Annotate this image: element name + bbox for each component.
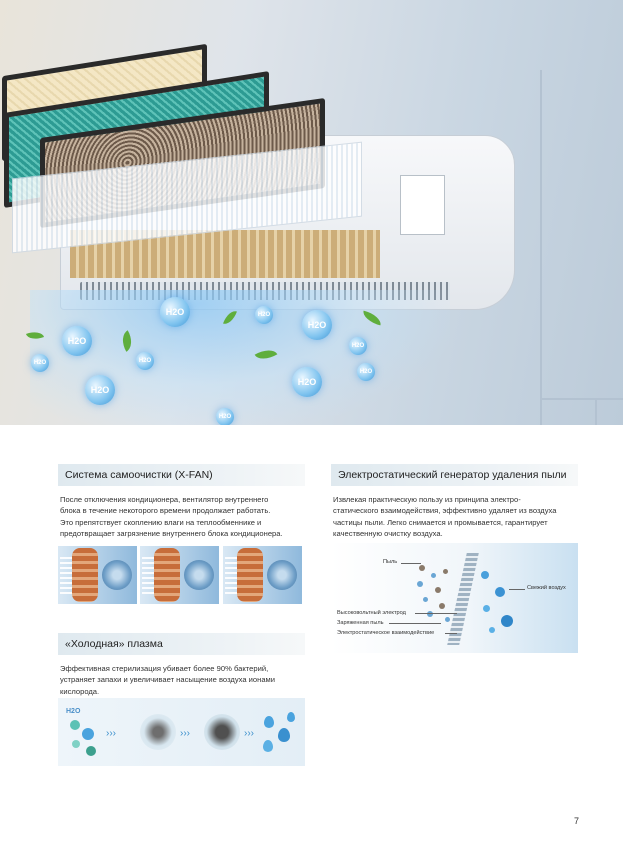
section-text: После отключения кондиционера, вентилято… [58,494,305,540]
text-line: Извлекая практическую пользу из принципа… [333,495,521,504]
heat-exchanger-coil [72,548,98,602]
pointer-line [509,589,525,590]
heat-exchanger-coil [237,548,263,602]
section-text: Извлекая практическую пользу из принципа… [331,494,578,540]
section-title: «Холодная» плазма [58,633,305,655]
xfan-illustration [140,546,219,604]
clean-air-particle [489,627,495,633]
text-line: частицы пыли. Легко снимается и промывае… [333,517,548,527]
page-number: 7 [574,816,580,826]
xfan-illustration [223,546,302,604]
dust-particle [423,597,428,602]
water-molecule-icon: H2O [357,363,375,381]
section-text: Эффективная стерилизация убивает более 9… [58,663,305,697]
bacteria-icon [140,714,176,750]
water-molecule-icon: H2O [216,408,234,425]
dust-particle [443,569,448,574]
label-electrode: Высоковольтный электрод [337,610,406,616]
ion-icon [86,746,96,756]
pointer-line [415,613,457,614]
water-drop-icon [278,728,290,742]
control-box [400,175,445,235]
water-molecule-icon: H2O [31,354,49,372]
label-dust: Пыль [383,559,398,565]
water-drop-icon [264,716,274,728]
electrostatic-diagram: Пыль Свежий воздух Высоковольтный электр… [331,543,578,653]
heat-exchanger-coil [154,548,180,602]
dust-particle [435,587,441,593]
dust-particle [439,603,445,609]
wall-panel-line [595,398,597,425]
section-xfan: Система самоочистки (X-FAN) После отключ… [58,464,305,540]
water-drop-icon [263,740,273,752]
section-title: Система самоочистки (X-FAN) [58,464,305,486]
text-line: кислорода. [60,686,100,696]
arrow-right-icon: ››› [106,728,116,739]
xfan-illustration [58,546,137,604]
air-flow-mist [30,290,450,425]
water-drop-icon [287,712,295,722]
dust-particle [431,573,436,578]
water-molecule-icon: H2O [302,310,332,340]
plasma-illustration: H2O ››› ››› ››› [58,698,305,766]
wall-panel-line [540,70,542,425]
text-line: качественную очистку воздуха. [333,529,443,539]
dust-particle [419,565,425,571]
text-line: устраняет запахи и увеличивает насыщение… [60,675,276,685]
text-line: предотвращает загрязнение внутреннего бл… [60,529,283,539]
section-title: Электростатический генератор удаления пы… [331,464,578,486]
section-electrostatic: Электростатический генератор удаления пы… [331,464,578,540]
ion-icon [70,720,80,730]
clean-air-particle [495,587,505,597]
water-molecule-icon: H2O [62,326,92,356]
molecule-label: H2O [66,708,81,715]
pointer-line [445,633,457,634]
water-molecule-icon: H2O [349,337,367,355]
pointer-line [389,623,441,624]
bacteria-icon [204,714,240,750]
clean-air-particle [501,615,513,627]
dust-particle [427,611,433,617]
text-line: Эффективная стерилизация убивает более 9… [60,664,269,673]
clean-air-particle [481,571,489,579]
arrow-right-icon: ››› [244,728,254,739]
water-molecule-icon: H2O [255,306,273,324]
text-line: статического взаимодействия, эффективно … [333,506,557,516]
fan-wheel [102,560,132,590]
text-line: После отключения кондиционера, вентилято… [60,495,269,504]
hero-image: H2O H2O H2O H2O H2O H2O H2O H2O H2O H2O … [0,0,623,425]
water-molecule-icon: H2O [85,375,115,405]
label-fresh-air: Свежий воздух [527,585,566,591]
text-line: Это препятствует скоплению влаги на тепл… [60,517,262,527]
label-charged-dust: Заряженная пыль [337,620,384,626]
clean-air-particle [483,605,490,612]
electrode-plate [447,553,479,645]
section-plasma: «Холодная» плазма Эффективная стерилизац… [58,633,305,697]
ion-icon [72,740,80,748]
arrow-right-icon: ››› [180,728,190,739]
water-molecule-icon: H2O [160,297,190,327]
pointer-line [401,563,421,564]
wall-panel-line [540,398,623,400]
label-interaction: Электростатическое взаимодействие [337,630,435,636]
dust-particle [417,581,423,587]
water-molecule-icon: H2O [136,352,154,370]
ion-icon [82,728,94,740]
water-molecule-icon: H2O [292,367,322,397]
dust-particle [445,617,450,622]
fan-wheel [184,560,214,590]
fan-wheel [267,560,297,590]
text-line: блока в течение некоторого времени продо… [60,506,271,516]
